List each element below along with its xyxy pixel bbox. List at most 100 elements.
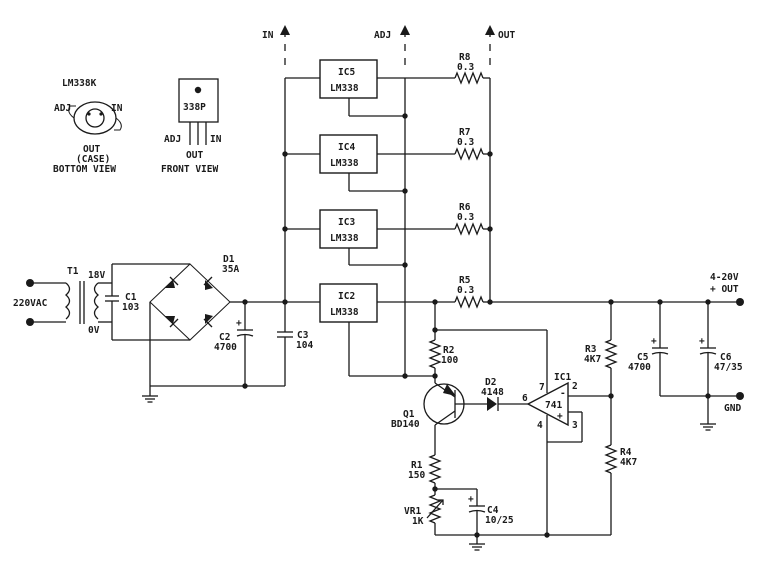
ic5-box	[319, 59, 378, 99]
vr1-arrow-icon	[426, 499, 444, 519]
t1-secondary-label: 18V	[88, 270, 105, 281]
c4-value: 10/25	[485, 515, 514, 526]
ic1-plus: +	[557, 411, 563, 422]
feedback-network: R1 150 VR1 1K + C4 10/25	[404, 454, 611, 551]
ic1-ref: IC1	[554, 372, 571, 383]
resistor-r2: R2 100	[428, 302, 458, 383]
c6-ref: C6	[720, 352, 732, 363]
adj-terminal-label: ADJ	[374, 30, 391, 41]
c6-value: 47/35	[714, 362, 743, 373]
c4-ref: C4	[487, 505, 499, 516]
mains-input: 220VAC	[13, 279, 66, 326]
d2-ref: D2	[485, 377, 496, 388]
c2-ref: C2	[219, 332, 230, 343]
c1-value: 103	[122, 302, 139, 313]
in-terminal-label: IN	[262, 30, 274, 41]
ic4-part: LM338	[330, 158, 359, 169]
ic1-triangle	[526, 381, 569, 427]
ic1-pin6: 6	[522, 393, 528, 404]
to3-body	[85, 108, 105, 128]
regulator-ic2: IC2 LM338	[319, 283, 378, 323]
adj-arrow-icon	[400, 25, 410, 35]
out-terminal-label: OUT	[498, 30, 515, 41]
vr1-ref: VR1	[404, 506, 421, 517]
opamp-ic1: 741 IC1 - + 7 6 4 2 3	[435, 329, 614, 535]
r4-value: 4K7	[620, 457, 637, 468]
gnd-terminal	[736, 392, 744, 400]
ic2-box	[319, 283, 378, 323]
r6-zigzag	[454, 222, 484, 236]
ground-symbol-bottom	[468, 543, 486, 551]
to3-view-label: BOTTOM VIEW	[53, 164, 116, 175]
ic3-box	[319, 209, 378, 249]
r7-zigzag	[454, 147, 484, 161]
r3-ref: R3	[585, 344, 597, 355]
r6-ref: R6	[459, 202, 471, 213]
output-capacitors: + C5 4700 + C6 47/35 GND	[628, 302, 744, 431]
t1-secondary-coil	[93, 282, 99, 320]
c3-ref: C3	[297, 330, 309, 341]
to3-adj-label: ADJ	[54, 103, 71, 114]
to3-title: LM338K	[62, 78, 97, 89]
c4-plus: +	[468, 494, 474, 505]
bridge-outline	[149, 263, 231, 341]
c5-value: 4700	[628, 362, 651, 373]
output-range-label: 4-20V	[710, 272, 739, 283]
diode-d2: D2 4148	[481, 377, 528, 411]
r1-ref: R1	[411, 460, 423, 471]
out-arrow-icon	[485, 25, 495, 35]
output-terminal	[736, 298, 744, 306]
r1-zigzag	[428, 454, 442, 484]
to3-case-outline	[73, 101, 117, 135]
r2-value: 100	[441, 355, 458, 366]
to220-view-label: FRONT VIEW	[161, 164, 218, 175]
t1-zero-label: 0V	[88, 325, 100, 336]
r4-ref: R4	[620, 447, 632, 458]
t1-primary-coil	[65, 282, 71, 320]
to3-pin-adj	[87, 112, 91, 116]
c6-plus: +	[699, 336, 705, 347]
r3-zigzag	[604, 339, 618, 369]
r7-ref: R7	[459, 127, 470, 138]
ic2-ref: IC2	[338, 291, 355, 302]
capacitor-c1: C1 103	[98, 264, 139, 340]
r2-zigzag	[428, 339, 442, 369]
ic1-pin2: 2	[572, 381, 578, 392]
bridge-wiring	[112, 263, 245, 386]
r6-value: 0.3	[457, 212, 474, 223]
to3-case-label: (CASE)	[76, 154, 110, 165]
c1-ref: C1	[125, 292, 137, 303]
output-plus-label: + OUT	[710, 284, 739, 295]
ic1-pin4: 4	[537, 420, 543, 431]
r8-zigzag	[454, 71, 484, 85]
q1-emitter-arrow	[443, 384, 456, 396]
capacitor-c3: C3 104	[277, 302, 313, 386]
r5-zigzag	[454, 295, 484, 309]
d2-part: 4148	[481, 387, 504, 398]
c5-ref: C5	[637, 352, 649, 363]
r7-value: 0.3	[457, 137, 474, 148]
ic2-part: LM338	[330, 307, 359, 318]
mains-label: 220VAC	[13, 298, 48, 309]
r8-value: 0.3	[457, 62, 474, 73]
ground-symbol-right	[699, 423, 717, 431]
top-terminals: IN ADJ OUT	[262, 25, 515, 70]
to3-pin-in	[99, 112, 103, 116]
ic4-ref: IC4	[338, 142, 355, 153]
to220-in-label: IN	[210, 134, 222, 145]
d1-value: 35A	[222, 264, 239, 275]
c3-value: 104	[296, 340, 313, 351]
r2-ref: R2	[443, 345, 454, 356]
to220-adj-label: ADJ	[164, 134, 181, 145]
t1-ref: T1	[67, 266, 79, 277]
vr1-zigzag	[428, 494, 442, 524]
q1-ref: Q1	[403, 409, 415, 420]
c2-plus: +	[236, 318, 242, 329]
ic3-part: LM338	[330, 233, 359, 244]
c2-value: 4700	[214, 342, 237, 353]
in-arrow-icon	[280, 25, 290, 35]
to220-out-label: OUT	[186, 150, 203, 161]
regulator-ic3: IC3 LM338	[319, 209, 378, 249]
transistor-q1: Q1 BD140	[391, 373, 487, 455]
